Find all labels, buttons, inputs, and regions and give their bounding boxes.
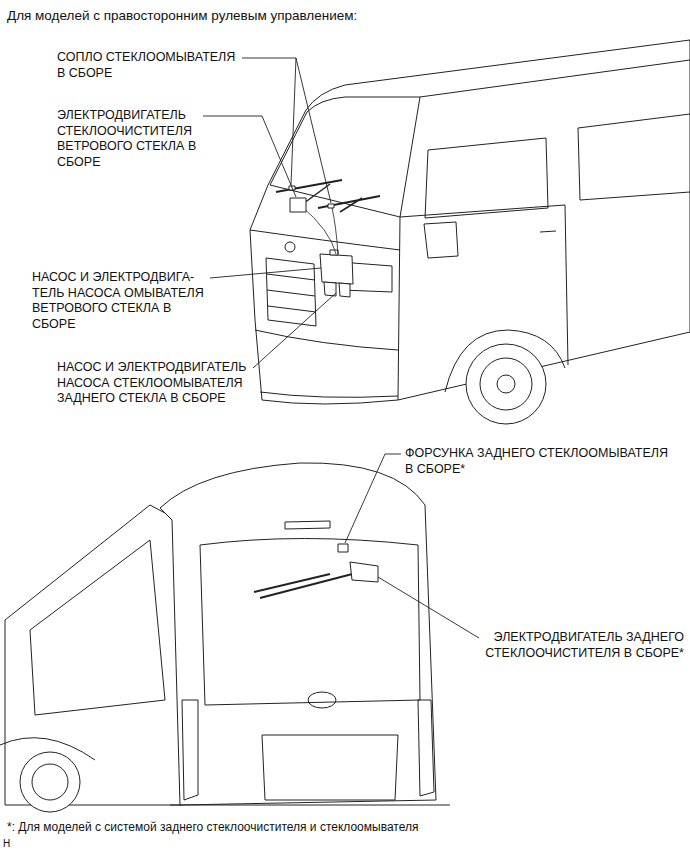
- door-handle: [540, 231, 556, 232]
- bumper: [170, 805, 450, 806]
- caption: *: Для моделей с системой заднего стекло…: [7, 820, 421, 835]
- emblem: [285, 242, 295, 252]
- wheel-rim: [480, 358, 532, 410]
- title: Для моделей с правосторонним рулевым упр…: [7, 8, 360, 25]
- washer-nozzle: [328, 204, 334, 208]
- leader-line: [203, 116, 296, 197]
- rear-wiper-blade: [254, 574, 330, 592]
- wiper-blade: [276, 180, 342, 192]
- figure-code: H: [3, 838, 13, 851]
- washer-reservoir: [320, 254, 353, 284]
- part-label: ЭЛЕКТРОДВИГАТЕЛЬ СТЕКЛООЧИСТИТЕЛЯ ВЕТРОВ…: [57, 108, 199, 171]
- roof-line: [420, 60, 690, 97]
- reservoir-cap: [330, 250, 338, 255]
- leaders: [203, 58, 479, 638]
- door-window: [425, 138, 548, 218]
- leader-line: [296, 58, 331, 203]
- hood-line: [250, 230, 400, 250]
- rear-nozzle: [338, 544, 348, 552]
- leader-line: [253, 293, 336, 368]
- washer-pump: [339, 283, 350, 297]
- side-window: [578, 114, 690, 200]
- mirror: [424, 222, 458, 258]
- wheel: [466, 344, 546, 424]
- license-recess: [262, 735, 398, 800]
- part-label: НАСОС И ЭЛЕКТРОДВИГАТЕЛЬ НАСОСА СТЕКЛООМ…: [57, 360, 249, 407]
- part-label: СОПЛО СТЕКЛООМЫВАТЕЛЯ В СБОРЕ: [57, 50, 238, 81]
- wheel-hub: [497, 375, 515, 393]
- grille-bars: [267, 274, 316, 312]
- rear-body: [160, 463, 436, 805]
- leader-line: [345, 454, 401, 543]
- leader-line: [378, 577, 479, 638]
- side-window: [30, 540, 165, 715]
- rear-wiper-arm: [260, 572, 360, 598]
- leader-line: [210, 268, 321, 278]
- bumper: [255, 330, 398, 397]
- leader-line: [242, 58, 296, 185]
- emblem: [308, 692, 336, 708]
- body-edge: [398, 217, 400, 400]
- grille: [266, 258, 316, 326]
- rear-wiper-motor: [350, 562, 378, 582]
- wiper-arm: [340, 198, 362, 212]
- tail-light: [418, 700, 434, 796]
- part-label: ЭЛЕКТРОДВИГАТЕЛЬ ЗАДНЕГО СТЕКЛООЧИСТИТЕЛ…: [483, 630, 684, 661]
- wiper-motor: [290, 198, 306, 212]
- washer-pump: [324, 282, 336, 296]
- door: [400, 205, 568, 365]
- brake-light: [285, 521, 330, 529]
- part-label: НАСОС И ЭЛЕКТРОДВИГА- ТЕЛЬ НАСОСА ОМЫВАТ…: [32, 270, 206, 333]
- wheel-rim: [32, 764, 68, 800]
- van-body: [250, 40, 690, 404]
- wheel: [20, 752, 80, 812]
- tail-light: [182, 700, 198, 800]
- part-label: ФОРСУНКА ЗАДНЕГО СТЕКЛООМЫВАТЕЛЯ В СБОРЕ…: [405, 446, 670, 477]
- rear-window: [200, 539, 420, 706]
